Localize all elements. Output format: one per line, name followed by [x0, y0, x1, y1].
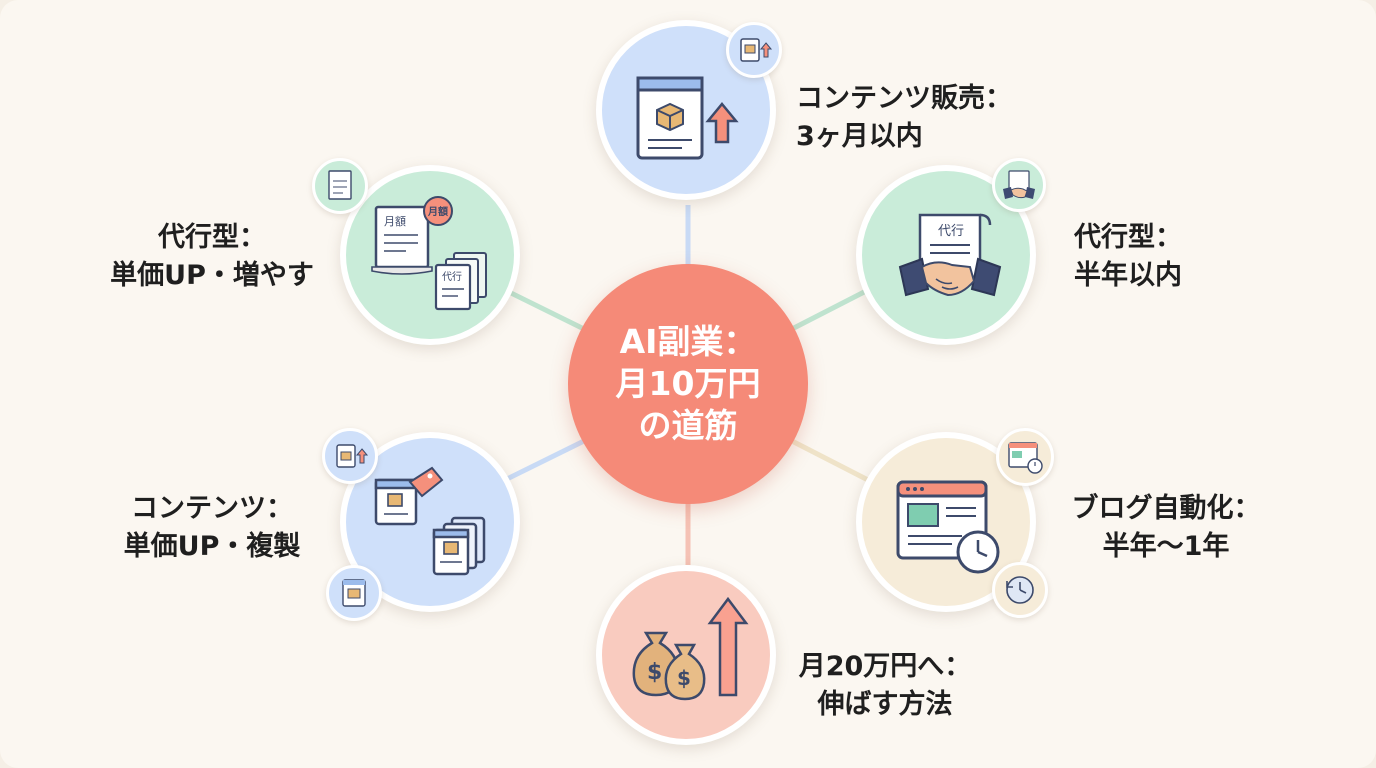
- label-agency-price-up: 代行型： 単価UP・増やす: [110, 222, 314, 291]
- monthly-contract-documents-icon: 月額 月額 代行: [371, 196, 487, 311]
- svg-text:$: $: [647, 660, 662, 685]
- node-content-sales: [596, 20, 776, 200]
- node-agency-price-up: 月額 月額 代行: [340, 165, 520, 345]
- node-monthly-20man: $ $: [596, 565, 776, 745]
- content-copies-price-tag-icon: [374, 466, 486, 576]
- label-content-sales: コンテンツ販売： 3ヶ月以内: [796, 83, 1012, 152]
- mini-monthly-document-icon: [312, 158, 368, 214]
- mini-browser-clock-icon: [996, 428, 1054, 486]
- label-blog-automation: ブログ自動化： 半年〜1年: [1071, 493, 1261, 562]
- center-line-3: の道筋: [638, 406, 738, 445]
- label-monthly-20man: 月20万円へ： 伸ばす方法: [798, 651, 972, 720]
- mini-content-package-icon: [326, 565, 382, 621]
- svg-text:代行: 代行: [442, 270, 462, 283]
- svg-text:月額: 月額: [427, 205, 448, 218]
- svg-text:月額: 月額: [384, 215, 406, 228]
- package-document-upload-icon: [636, 76, 739, 160]
- mini-clock-refresh-icon: [992, 562, 1048, 618]
- svg-text:代行: 代行: [938, 224, 964, 239]
- mini-content-upload-icon: [322, 428, 378, 484]
- mini-handshake-icon: [992, 158, 1046, 212]
- center-node-ai-side-job: AI副業： 月10万円 の道筋: [568, 264, 808, 504]
- center-line-2: 月10万円: [615, 364, 761, 403]
- handshake-contract-icon: 代行: [898, 213, 1002, 297]
- center-line-1: AI副業：: [619, 322, 757, 361]
- label-agency-half-year: 代行型： 半年以内: [1074, 222, 1182, 291]
- mini-package-upload-icon: [726, 22, 782, 78]
- money-bags-arrow-icon: $ $: [632, 596, 749, 701]
- svg-text:$: $: [677, 666, 691, 690]
- browser-clock-icon: [896, 480, 1000, 574]
- label-content-price-up: コンテンツ： 単価UP・複製: [123, 493, 301, 562]
